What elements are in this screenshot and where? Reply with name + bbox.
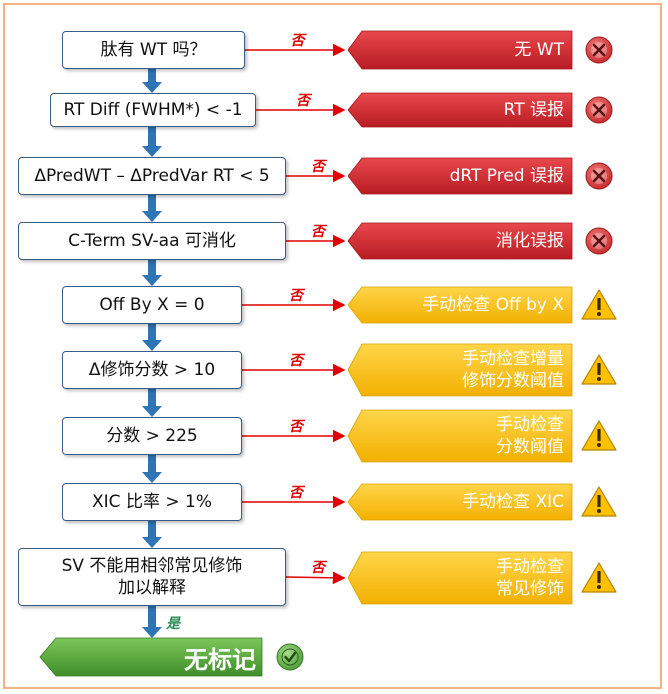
result-label: dRT Pred 误报 (449, 165, 564, 186)
no-label: 否 (311, 224, 325, 240)
error-result-shape (347, 157, 573, 195)
result-label: 手动检查 常见修饰 (496, 556, 564, 599)
no-label: 否 (289, 353, 303, 369)
x-circle-icon (585, 227, 613, 255)
flow-arrow (142, 195, 162, 222)
no-label: 否 (290, 33, 305, 49)
warning-result-shape (347, 286, 573, 324)
flow-arrow (142, 455, 162, 483)
yes-label: 是 (166, 616, 180, 632)
warning-result-shape (347, 409, 573, 463)
flow-arrow (142, 260, 162, 286)
error-result-shape (347, 92, 573, 128)
result-label: 消化误报 (496, 230, 564, 251)
check-circle-icon (276, 643, 304, 671)
flow-arrow (142, 521, 162, 548)
warning-triangle-icon (581, 420, 617, 451)
result-label: 手动检查增量 修饰分数阈值 (462, 348, 564, 391)
no-label: 否 (311, 560, 325, 576)
check-box: RT Diff (FWHM*) < -1 (50, 93, 256, 127)
no-label: 否 (289, 288, 303, 304)
check-box: 肽有 WT 吗？ (62, 31, 245, 69)
flow-arrow-final (142, 606, 162, 638)
error-result-shape (347, 222, 573, 260)
warning-triangle-icon (581, 354, 617, 385)
result-label: 手动检查 XIC (462, 491, 564, 512)
warning-result-shape (347, 483, 573, 521)
no-label: 否 (311, 159, 325, 175)
result-label: 无 WT (514, 39, 564, 60)
check-box: SV 不能用相邻常见修饰 加以解释 (18, 548, 286, 606)
warning-triangle-icon (581, 486, 617, 517)
check-box: Off By X = 0 (62, 286, 242, 324)
flow-arrow (142, 389, 162, 417)
warning-triangle-icon (581, 562, 617, 593)
no-connector (285, 571, 346, 585)
no-label: 否 (289, 419, 303, 435)
result-label: 手动检查 分数阈值 (496, 414, 564, 457)
warning-result-shape (347, 551, 573, 605)
error-result-shape (347, 30, 573, 70)
check-box: ΔPredWT – ΔPredVar RT < 5 (18, 157, 286, 195)
result-label: RT 误报 (503, 99, 564, 120)
final-result-shape (39, 637, 263, 677)
x-circle-icon (585, 36, 613, 64)
x-circle-icon (585, 162, 613, 190)
flow-arrow (142, 69, 162, 93)
check-box: C-Term SV-aa 可消化 (18, 222, 286, 260)
result-label: 手动检查 Off by X (422, 294, 564, 315)
warning-result-shape (347, 343, 573, 397)
final-label: 无标记 (184, 645, 256, 674)
x-circle-icon (585, 96, 613, 124)
no-label: 否 (296, 93, 310, 109)
flow-arrow (142, 127, 162, 157)
check-box: XIC 比率 > 1% (62, 483, 242, 521)
warning-triangle-icon (581, 289, 617, 320)
check-box: 分数 > 225 (62, 417, 242, 455)
no-label: 否 (289, 485, 303, 501)
check-box: Δ修饰分数 > 10 (62, 351, 242, 389)
flow-arrow (142, 324, 162, 351)
